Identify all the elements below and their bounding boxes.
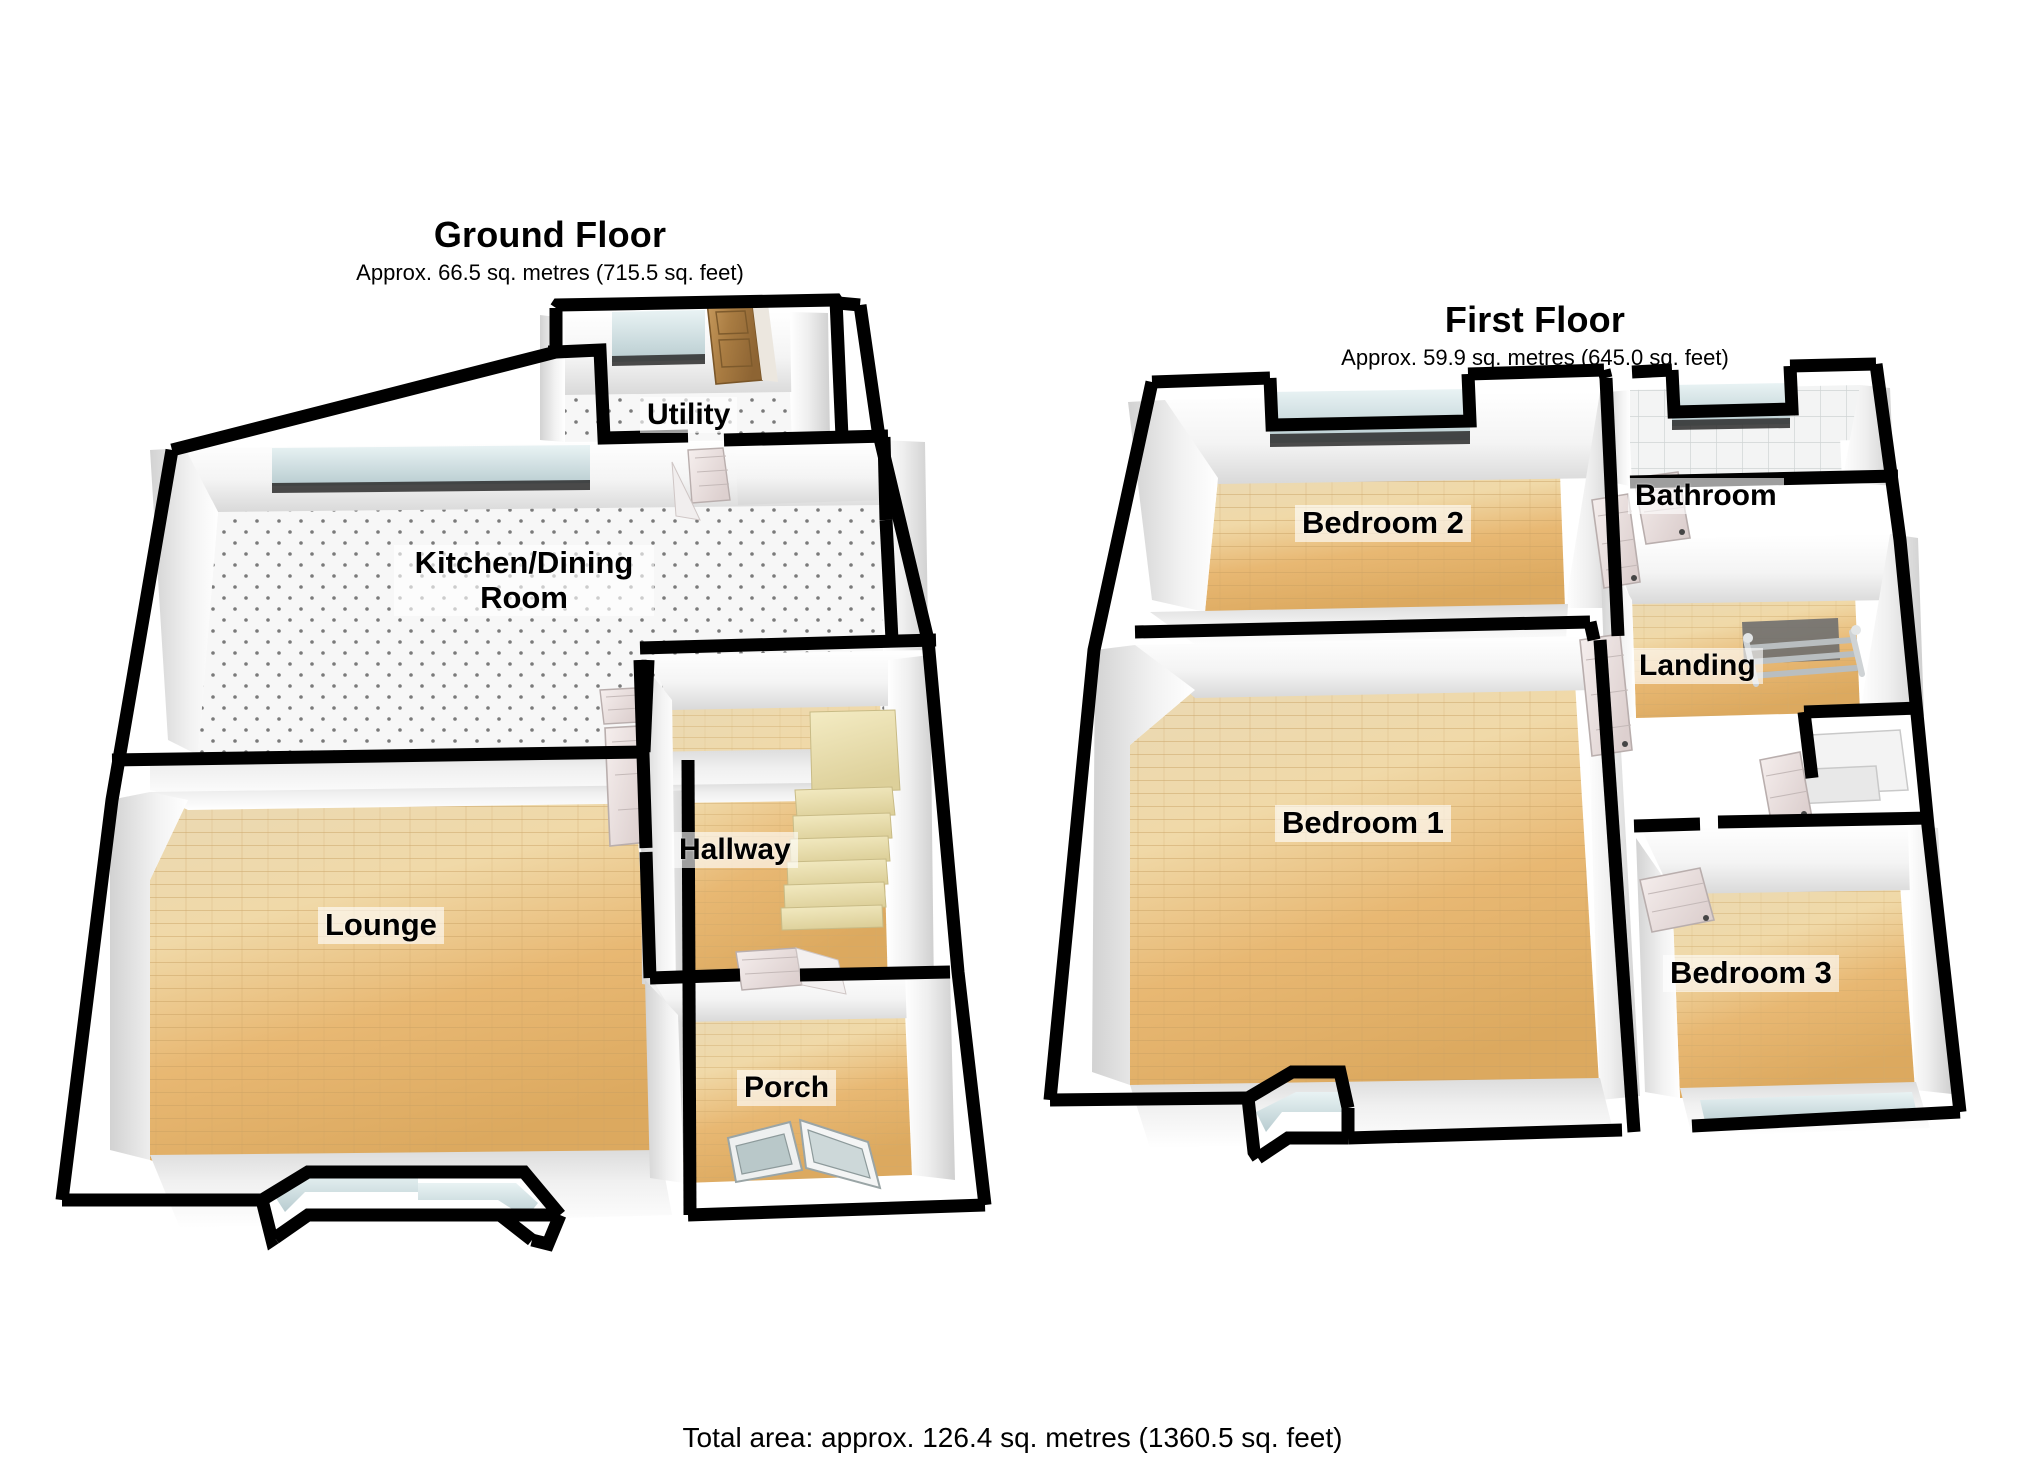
room-label-kitchen-dining: Kitchen/Dining Room [394,545,654,617]
room-label-utility: Utility [640,397,738,433]
kitchen-window [272,445,590,486]
room-label-bedroom-2: Bedroom 2 [1295,505,1471,542]
ground-floor-title-block: Ground Floor Approx. 66.5 sq. metres (71… [290,215,810,286]
porch-internal-door[interactable] [735,947,847,995]
bedroom-1-floor [1130,682,1600,1112]
room-label-landing: Landing [1632,648,1763,684]
kitchen-dining-line1: Kitchen/Dining [414,545,634,580]
porch-wall-faces [645,970,955,1183]
utility-corridor-wall [735,443,884,505]
bay-window-walls [255,1165,567,1252]
total-area-text: Total area: approx. 126.4 sq. metres (13… [682,1422,1343,1453]
porch-front-door[interactable] [726,1118,882,1190]
room-label-hallway: Hallway [672,832,798,868]
room-label-bedroom-1: Bedroom 1 [1275,805,1451,842]
door-landing-cupboard[interactable] [1759,751,1813,827]
lounge-floor [150,793,660,1180]
ground-floor-plan [55,293,992,1252]
first-floor-internal-walls [1134,377,1931,1133]
ground-floor-title: Ground Floor [433,214,667,255]
door-bedroom-3[interactable] [1639,867,1715,933]
bedroom-2-floor [1205,474,1565,612]
staircase [780,709,901,931]
first-floor-plan [1043,357,1967,1164]
ground-floor-area: Approx. 66.5 sq. metres (715.5 sq. feet) [356,259,744,285]
room-label-lounge: Lounge [318,907,444,944]
utility-window [612,310,705,362]
landing-radiator [1742,618,1865,687]
first-floor-title: First Floor [1444,299,1626,340]
room-label-porch: Porch [737,1070,837,1106]
front-door[interactable] [706,299,778,385]
lounge-bay-window [262,1172,545,1238]
internal-door-utility[interactable] [671,447,731,521]
room-label-bathroom: Bathroom [1628,478,1784,514]
kitchen-dining-line2: Room [480,579,568,615]
kitchen-left-wall-face [150,448,218,755]
internal-door-kitchen[interactable] [599,687,641,725]
room-label-bedroom-3: Bedroom 3 [1663,955,1839,992]
bedroom-1-bay-walls [1241,1065,1355,1164]
first-floor-walls [1043,357,1967,1145]
